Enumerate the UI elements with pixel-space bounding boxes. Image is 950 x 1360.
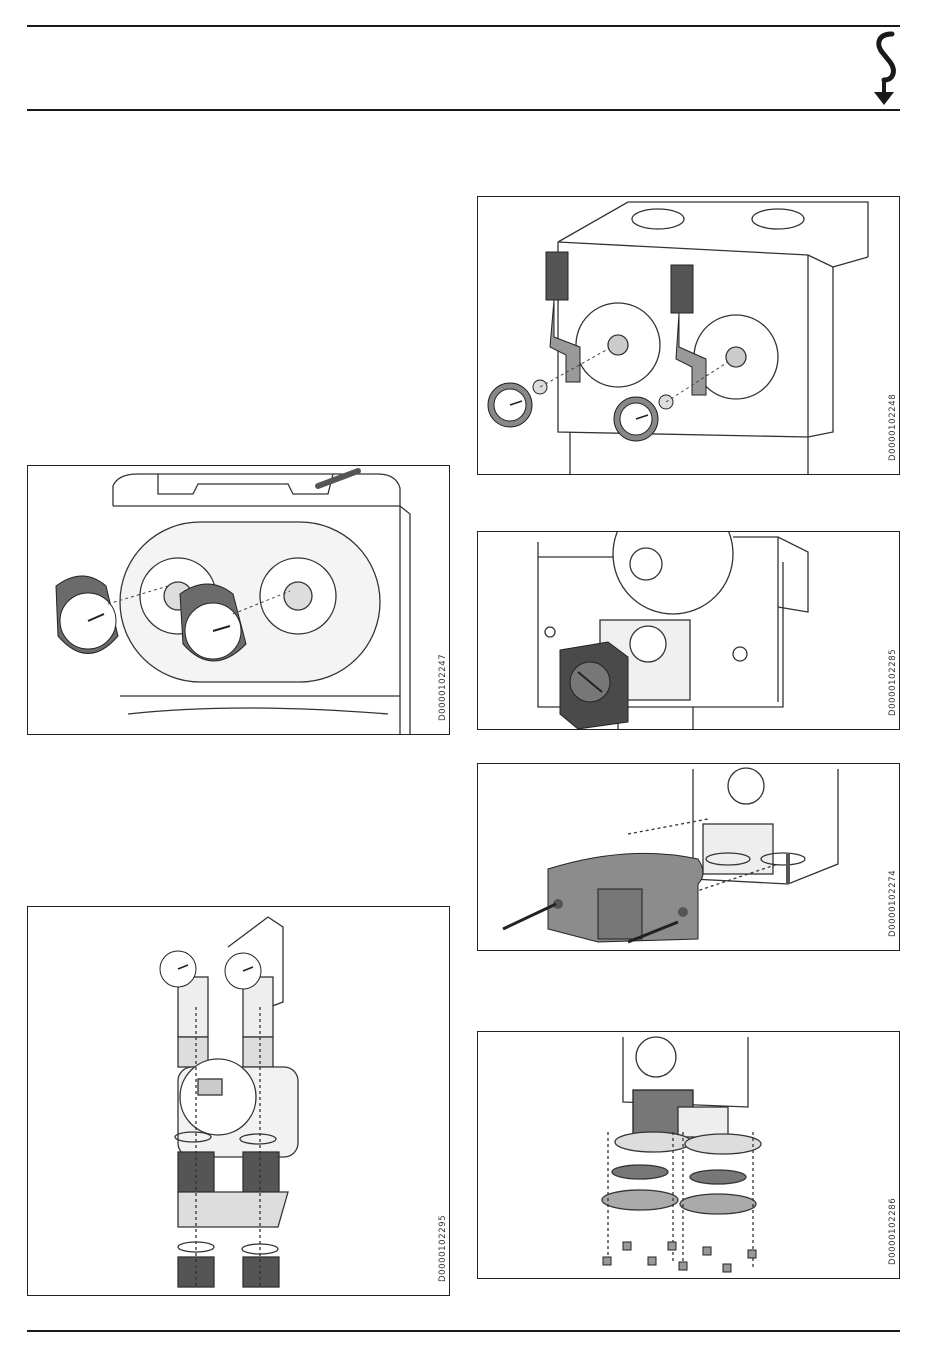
figure-insulation-cover: D0000102274 bbox=[477, 763, 900, 951]
actuator-illustration bbox=[478, 532, 899, 729]
header-rule-bottom bbox=[27, 109, 900, 111]
insulation-shell-icon bbox=[548, 853, 703, 942]
actuator-motor-icon bbox=[560, 642, 628, 729]
thermometer-bracket-illustration bbox=[478, 197, 899, 474]
figure-code: D0000102247 bbox=[438, 654, 448, 721]
figure-code: D0000102285 bbox=[888, 649, 898, 716]
figure-code: D0000102295 bbox=[438, 1215, 448, 1282]
insulation-cover-illustration bbox=[478, 764, 899, 950]
flange-seals-illustration bbox=[478, 1032, 899, 1278]
figure-pump-exploded: D0000102295 bbox=[27, 906, 450, 1296]
thermometer-gauge-icon bbox=[488, 383, 532, 427]
figure-code: D0000102274 bbox=[888, 870, 898, 937]
figure-thermometer-clip: D0000102247 bbox=[27, 465, 450, 735]
thermometer-gauge-icon bbox=[56, 576, 118, 654]
pump-exploded-illustration bbox=[28, 907, 449, 1295]
thermometer-gauge-icon bbox=[614, 397, 658, 441]
thermometer-clip-illustration bbox=[28, 466, 449, 734]
bracket-handle-icon bbox=[671, 265, 706, 395]
footer-rule bbox=[27, 1330, 900, 1332]
header-rule-top bbox=[27, 25, 900, 27]
figure-thermometer-bracket: D0000102248 bbox=[477, 196, 900, 475]
bracket-handle-icon bbox=[546, 252, 580, 382]
thermometer-gauge-icon bbox=[225, 953, 261, 989]
thermometer-gauge-icon bbox=[160, 951, 196, 987]
stiebel-eltron-logo-icon bbox=[872, 30, 902, 108]
figure-flange-seals: D0000102286 bbox=[477, 1031, 900, 1279]
figure-code: D0000102286 bbox=[888, 1198, 898, 1265]
figure-actuator: D0000102285 bbox=[477, 531, 900, 730]
figure-code: D0000102248 bbox=[888, 394, 898, 461]
